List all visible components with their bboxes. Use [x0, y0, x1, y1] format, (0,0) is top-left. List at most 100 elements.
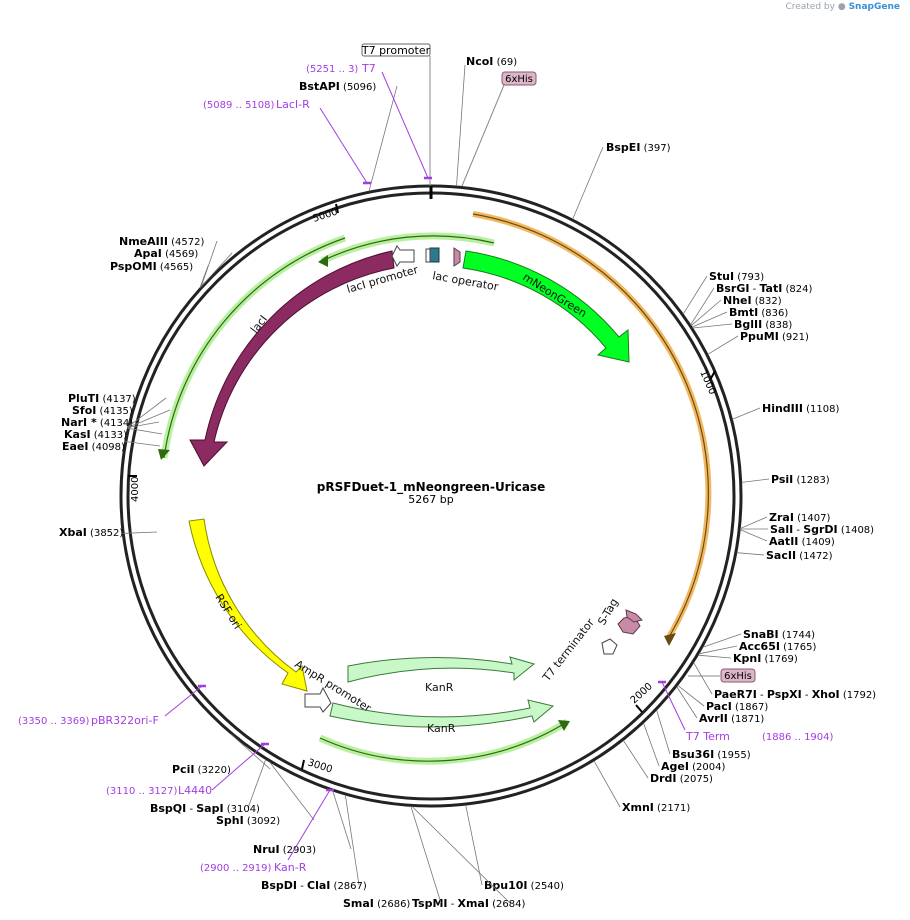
restriction-site: TspMI - XmaI (2684): [411, 806, 525, 910]
rsf-ori-feature: [188, 518, 308, 692]
site-leader-line: [465, 805, 483, 886]
restriction-site: NarI * (4134): [61, 416, 160, 429]
kanr-outline-bottom-line: [319, 721, 568, 762]
primer-annotation: (5251 .. 3)T7: [306, 62, 432, 180]
site-label: XbaI (3852): [59, 526, 123, 539]
site-leader-line: [732, 407, 761, 420]
site-label: PacI (1867): [706, 700, 768, 713]
restriction-site: PpuMI (921): [707, 330, 809, 355]
site-leader-line: [127, 427, 163, 435]
site-label: StuI (793): [709, 270, 764, 283]
site-leader-line: [124, 441, 161, 447]
restriction-site: SacII (1472): [736, 549, 833, 562]
site-label: ApaI (4569): [134, 247, 198, 260]
snapgene-logo-icon: ●: [837, 2, 846, 12]
tick-2000: [635, 704, 643, 713]
kanr-label-1: KanR: [425, 681, 454, 694]
site-label: SmaI (2686): [343, 897, 410, 910]
site-label: AvrII (1871): [699, 712, 764, 725]
lacI-feature: [189, 250, 395, 467]
site-label: ZraI (1407): [769, 511, 830, 524]
kanr-feature-1: [347, 656, 536, 683]
tick-1000: [709, 370, 716, 381]
site-leader-line: [332, 790, 352, 850]
site-label: BmtI (836): [729, 306, 788, 319]
site-label: Bpu10I (2540): [484, 879, 564, 892]
his-tag-top-callout-label: 6xHis: [505, 74, 533, 85]
site-label: DrdI (2075): [650, 772, 713, 785]
restriction-site: BstAPI (5096): [299, 80, 398, 192]
restriction-site: Bsu36I (1955): [656, 709, 751, 761]
site-label: HindIII (1108): [762, 402, 839, 415]
t7-promoter-callout-box: [361, 43, 431, 57]
site-label: XmnI (2171): [622, 801, 690, 814]
primer-annotation: (2900 .. 2919)Kan-R: [200, 788, 334, 874]
s-tag-label: S-Tag: [595, 596, 621, 627]
his-tag-top-callout-box: [501, 71, 537, 86]
site-leader-line: [368, 85, 398, 192]
site-label: Bsu36I (1955): [672, 748, 751, 761]
site-leader-line: [676, 686, 698, 719]
t7-terminator-feature: [601, 638, 618, 655]
site-leader-line: [736, 552, 765, 556]
site-label: SalI - SgrDI (1408): [770, 523, 874, 536]
lacI-promoter-feature: [391, 245, 415, 267]
site-label: BglII (838): [734, 318, 792, 331]
restriction-site: SfoI (4135): [72, 404, 171, 428]
site-label: KpnI (1769): [733, 652, 798, 665]
restriction-site: Bpu10I (2540): [465, 805, 564, 892]
restriction-site: Acc65I (1765): [698, 640, 816, 655]
restriction-site: EaeI (4098): [62, 440, 161, 453]
tick-5000: [335, 203, 339, 214]
site-leader-line: [702, 633, 742, 648]
site-leader-line: [200, 252, 233, 288]
site-label: BspEI (397): [606, 141, 671, 154]
site-label: BsrGI - TatI (824): [716, 282, 812, 295]
site-leader-line: [456, 64, 466, 187]
site-leader-line: [643, 722, 660, 767]
watermark-prefix: Created by: [785, 2, 835, 12]
site-leader-line: [656, 709, 671, 755]
site-leader-line: [410, 806, 442, 904]
restriction-site: PspOMI (4565): [110, 260, 209, 289]
site-label: SacII (1472): [766, 549, 833, 562]
restriction-site: NmeAIII (4572): [119, 235, 218, 287]
restriction-site: PsiI (1283): [741, 473, 830, 486]
primer-position: (3350 .. 3369): [18, 716, 90, 727]
tick-label-4000: 4000: [130, 477, 141, 502]
restriction-site: PaeR7I - PspXI - XhoI (1792): [693, 662, 876, 701]
site-label: TspMI - XmaI (2684): [412, 897, 525, 910]
primer-name: Kan-R: [274, 861, 307, 874]
restriction-site: SnaBI (1744): [702, 628, 815, 648]
restriction-site: SphI (3092): [216, 761, 315, 827]
his-tag-top-feature: [453, 247, 461, 267]
restriction-site: BsrGI - TatI (824): [690, 282, 812, 326]
uricase-region-line: [472, 213, 709, 638]
lacI-outline-left-arrow: [158, 449, 170, 460]
restriction-site: StuI (793): [682, 270, 764, 315]
site-leader-line: [692, 323, 733, 329]
restriction-site: XmnI (2171): [593, 760, 690, 814]
site-label: PaeR7I - PspXI - XhoI (1792): [714, 688, 876, 701]
t7-promoter-feature: [425, 248, 431, 263]
primer-name: T7 Term: [685, 730, 730, 743]
site-label: NruI (2903): [253, 843, 316, 856]
site-leader-line: [200, 240, 218, 287]
site-leader-line: [740, 529, 768, 542]
primer-position: (1886 .. 1904): [762, 732, 834, 743]
restriction-sites: NcoI (69)BspEI (397)StuI (793)BsrGI - Ta…: [59, 55, 876, 910]
snapgene-watermark: Created by ● SnapGene: [785, 2, 900, 12]
site-leader-line: [740, 516, 768, 529]
site-leader-line: [127, 421, 160, 428]
restriction-site: BmtI (836): [691, 306, 788, 328]
site-label: PluTI (4137): [68, 392, 136, 405]
restriction-site: AatII (1409): [740, 529, 835, 548]
site-leader-line: [230, 733, 271, 770]
restriction-site: KpnI (1769): [698, 652, 798, 665]
t7-promoter-callout-label: T7 promoter: [361, 44, 431, 57]
site-label: SnaBI (1744): [743, 628, 815, 641]
lacI-outline-top-line: [321, 235, 495, 262]
restriction-site: ApaI (4569): [134, 247, 233, 288]
site-label: PpuMI (921): [740, 330, 809, 343]
